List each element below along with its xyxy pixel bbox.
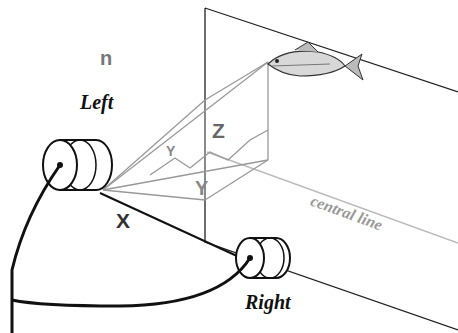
distance-label: Z [212,120,225,141]
right-electrode [236,238,290,278]
wires [12,165,250,333]
distance-label: n [100,48,112,68]
electrode-label: Right [245,292,291,312]
line-label: central line [307,192,387,234]
geometry-lines [103,62,268,200]
connecting-line [100,193,250,262]
distance-label: Y [195,178,208,198]
central-line [207,152,458,243]
wall-plane [205,8,458,330]
distance-label: X [116,210,130,231]
distance-label: Y [166,144,175,158]
fish [268,42,363,80]
left-electrode [43,140,112,190]
electrode-label: Left [80,92,113,112]
